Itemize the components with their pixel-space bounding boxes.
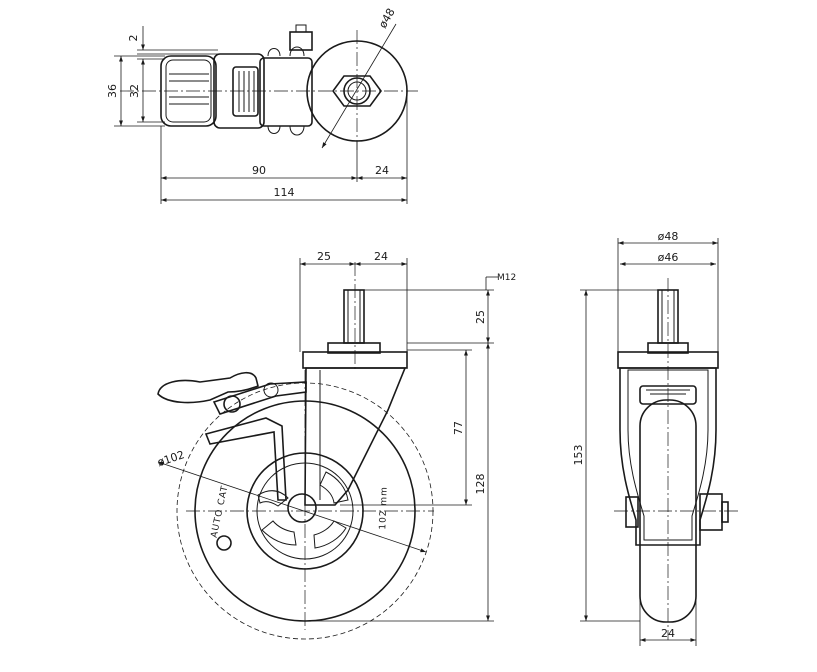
side-size-text: 102 mm	[378, 486, 390, 530]
side-label-25-h: 25	[317, 250, 331, 263]
front-axle-left	[625, 496, 639, 528]
top-knobs-upper	[267, 46, 305, 57]
top-brake-pedal-inner	[165, 59, 212, 123]
front-axle-tip	[721, 501, 729, 523]
top-dia-leader	[321, 23, 397, 149]
side-brake-pedal	[157, 371, 259, 404]
side-view: AUTO CAT 102 mm 25 24 M12 25 77 128 ø102	[156, 250, 516, 640]
side-wheel-spokes	[257, 471, 349, 549]
top-lever-arm	[213, 53, 265, 129]
side-dia102-leader	[157, 461, 427, 553]
top-hex-nut	[332, 75, 382, 107]
front-label-dia48: ø48	[658, 230, 679, 243]
side-brake-pivot	[223, 395, 241, 413]
top-label-114: 114	[274, 186, 295, 199]
top-label-36: 36	[106, 84, 119, 98]
side-stem	[343, 289, 365, 344]
top-pedal-ribs	[169, 73, 209, 105]
front-axle-nut	[699, 493, 723, 531]
front-label-dia46: ø46	[658, 251, 679, 264]
top-stem-thread	[295, 24, 307, 32]
top-label-24: 24	[375, 164, 389, 177]
top-lever-grooves	[238, 71, 255, 112]
side-label-77: 77	[452, 421, 465, 435]
top-label-2: 2	[127, 35, 140, 42]
side-brand-text: AUTO CAT	[210, 484, 231, 538]
side-brake-shoe	[204, 417, 287, 501]
front-label-24: 24	[661, 627, 675, 640]
top-stem-nut	[289, 31, 313, 51]
side-label-m12: M12	[497, 273, 516, 283]
side-label-24-h: 24	[374, 250, 388, 263]
side-brake-knob	[263, 382, 279, 398]
top-knobs-lower	[267, 125, 305, 136]
side-wheel-axle	[287, 493, 317, 523]
top-lever-block	[232, 66, 259, 117]
side-brake-arm	[212, 381, 307, 415]
top-view: 2 36 32 ø48 90 24 114	[106, 6, 418, 204]
front-fork-outer	[619, 367, 717, 546]
front-bearing	[639, 385, 697, 405]
side-stem-thread	[347, 290, 361, 343]
side-label-128: 128	[474, 474, 487, 495]
front-view: ø48 ø46 153 24	[572, 230, 738, 646]
side-label-25-v: 25	[474, 310, 487, 324]
front-label-153: 153	[572, 445, 585, 466]
top-label-32: 32	[128, 84, 141, 98]
front-fork-inner	[627, 369, 709, 541]
top-label-90: 90	[252, 164, 266, 177]
front-stem-thread	[661, 290, 675, 343]
top-hinge-bar	[259, 57, 313, 127]
top-brake-pedal-outer	[160, 55, 217, 127]
